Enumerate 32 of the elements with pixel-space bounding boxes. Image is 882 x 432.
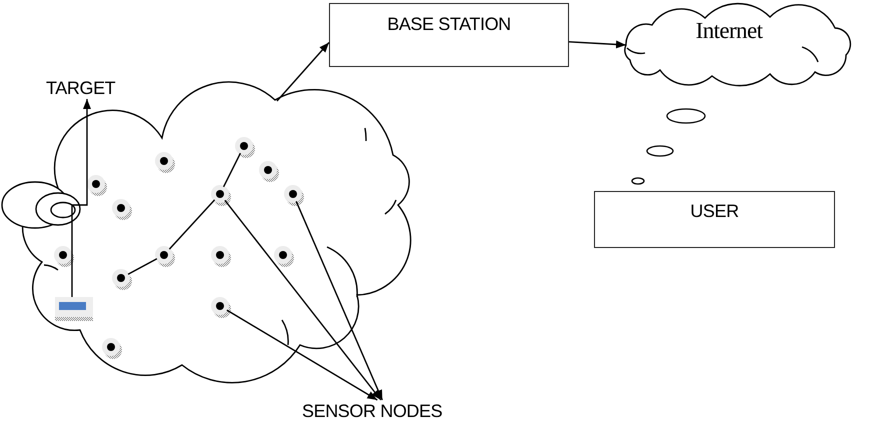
station-label: BASE STATION bbox=[386, 12, 512, 34]
arrow bbox=[276, 42, 330, 102]
sensor-dot-icon bbox=[53, 245, 75, 268]
sensor-dot-icon bbox=[273, 245, 295, 268]
sensor-dot-icon bbox=[154, 245, 176, 268]
sensor-dot-icon bbox=[111, 268, 133, 291]
arrow bbox=[226, 310, 378, 401]
arrow bbox=[568, 40, 626, 48]
sensor-nodes-label: SENSOR NODES bbox=[302, 400, 442, 422]
arrow bbox=[224, 200, 382, 400]
target-label: TARGET bbox=[46, 77, 116, 99]
sensor-dot-icon bbox=[111, 198, 133, 221]
sensor-dot-icon bbox=[258, 160, 280, 183]
internet-label: Internet bbox=[696, 18, 762, 44]
sensor-dot-icon bbox=[101, 337, 123, 360]
sensor-dot-icon bbox=[86, 174, 108, 197]
station-box bbox=[329, 3, 569, 67]
sensor-dot-icon bbox=[210, 184, 232, 207]
user-box bbox=[594, 191, 835, 248]
sensor-dot-icon bbox=[210, 296, 232, 319]
connector-line bbox=[222, 152, 242, 188]
connector-line bbox=[128, 258, 158, 275]
connector-line bbox=[168, 199, 216, 250]
sensor-dot-icon bbox=[210, 245, 232, 268]
sensor-dot-icon bbox=[234, 136, 256, 159]
user-label: USER bbox=[689, 200, 740, 222]
nested-ellipses bbox=[1, 181, 81, 229]
computer-icon bbox=[55, 297, 93, 321]
arrow bbox=[71, 99, 91, 297]
sensor-dot-icon bbox=[154, 151, 176, 174]
sensor-dot-icon bbox=[283, 184, 305, 207]
arrow bbox=[296, 201, 383, 400]
